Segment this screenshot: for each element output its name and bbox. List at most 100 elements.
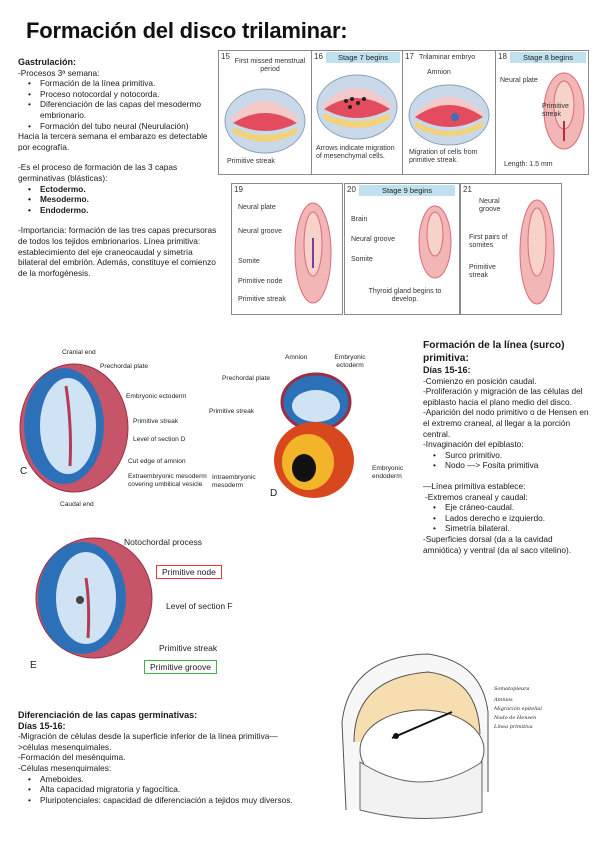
list-item: Lados derecho e izquierdo. bbox=[433, 513, 593, 524]
linea-section: Formación de la línea (surco) primitiva:… bbox=[423, 340, 593, 555]
sketch-label: Amnios bbox=[494, 697, 513, 703]
list-item: Diferenciación de las capas del mesoderm… bbox=[28, 99, 218, 120]
figure-d-illustration bbox=[274, 372, 354, 498]
stage-20-illustration bbox=[418, 205, 452, 279]
diferenciacion-line: -Células mesenquimales: bbox=[18, 762, 112, 773]
fig-c-label: Cranial end bbox=[62, 349, 96, 356]
stage-16-illustration bbox=[316, 74, 398, 140]
list-item: Ectodermo. bbox=[28, 184, 218, 195]
stage-panel-19: 19 Neural plate Neural groove Somite Pri… bbox=[231, 183, 343, 315]
primitive-groove-box: Primitive groove bbox=[144, 660, 217, 674]
panel-number: 16 bbox=[314, 52, 323, 61]
gastrulacion-list: Formación de la línea primitiva. Proceso… bbox=[18, 78, 218, 131]
panel-label: First pairs of somites bbox=[469, 234, 508, 249]
gastrulacion-importance: -Importancia: formación de las tres capa… bbox=[18, 225, 217, 278]
fig-e-label: Level of section F bbox=[166, 601, 233, 611]
page-title: Formación del disco trilaminar: bbox=[26, 18, 348, 43]
extremos-list: Eje cráneo-caudal. Lados derecho e izqui… bbox=[423, 502, 593, 534]
list-item: Eje cráneo-caudal. bbox=[433, 502, 593, 513]
panel-label: Primitive streak bbox=[238, 296, 286, 303]
linea-superficies: -Superficies dorsal (da a la cavidad amn… bbox=[423, 533, 572, 555]
panel-number: 18 bbox=[498, 52, 507, 61]
panel-header: First missed menstrual period bbox=[234, 58, 306, 73]
stage-19-illustration bbox=[294, 202, 332, 304]
panel-caption: Migration of cells from primitive streak… bbox=[409, 149, 478, 164]
panel-caption: Arrows indicate migration of mesenchymal… bbox=[316, 145, 395, 160]
linea-paragraph: -Invaginación del epiblasto: bbox=[423, 439, 524, 450]
stage-panel-17: 17 Trilaminar embryo Amnion Migration of… bbox=[402, 50, 496, 175]
fig-c-label: Caudal end bbox=[60, 501, 94, 508]
stage-header: Stage 7 begins bbox=[326, 52, 400, 63]
fig-d-label: Embryonic endoderm bbox=[372, 465, 404, 480]
fig-e-letter: E bbox=[30, 660, 37, 671]
fig-c-label: Embryonic ectoderm bbox=[126, 393, 187, 400]
linea-paragraph: -Aparición del nodo primitivo o de Hense… bbox=[423, 407, 589, 439]
primitive-node-box: Primitive node bbox=[156, 565, 222, 579]
stage-panel-16: 16 Stage 7 begins Arrows indicate migrat… bbox=[311, 50, 403, 175]
list-item: Simetría bilateral. bbox=[433, 523, 593, 534]
fig-e-label: Primitive streak bbox=[159, 643, 218, 653]
list-item: Surco primitivo. bbox=[433, 450, 593, 461]
gastrulacion-section: Gastrulación: -Procesos 3ª semana: Forma… bbox=[18, 57, 218, 278]
panel-caption: Primitive streak bbox=[227, 158, 275, 165]
panel-label: Neural plate bbox=[500, 77, 538, 84]
sketch-label: Línea primitiva bbox=[494, 724, 533, 730]
list-item: Formación de la línea primitiva. bbox=[28, 78, 218, 89]
panel-caption: Thyroid gland begins to develop. bbox=[368, 288, 442, 303]
panel-label: Somite bbox=[238, 258, 260, 265]
linea-paragraph: -Comienzo en posición caudal. bbox=[423, 375, 537, 386]
list-item: Formación del tubo neural (Neurulación) bbox=[28, 121, 218, 132]
layers-list: Ectodermo. Mesodermo. Endodermo. bbox=[18, 184, 218, 216]
fig-d-label: Prechordal plate bbox=[222, 375, 271, 382]
sketch-label: Migración epitelial bbox=[494, 706, 543, 712]
list-item: Ameboides. bbox=[28, 774, 308, 785]
diferenciacion-heading: Diferenciación de las capas germinativas… bbox=[18, 710, 198, 720]
panel-label: Neural groove bbox=[351, 236, 395, 243]
sketch-label: Somatopleura bbox=[494, 686, 530, 692]
fig-e-label: Notochordal process bbox=[124, 537, 202, 547]
panel-header: Trilaminar embryo bbox=[419, 54, 476, 61]
linea-extremos: -Extremos craneal y caudal: bbox=[425, 491, 528, 502]
stage-panel-20: 20 Stage 9 begins Brain Neural groove So… bbox=[344, 183, 460, 315]
panel-label: Neural plate bbox=[238, 204, 276, 211]
gastrulacion-heading: Gastrulación: bbox=[18, 57, 77, 67]
fig-c-label: Primitive streak bbox=[133, 418, 179, 425]
list-item: Mesodermo. bbox=[28, 194, 218, 205]
fig-d-label: Primitive streak bbox=[209, 408, 255, 415]
fig-c-label: Extraembryonic mesoderm covering umbilic… bbox=[128, 473, 207, 488]
amnion-label: Amnion bbox=[427, 69, 451, 76]
list-item: Alta capacidad migratoria y fagocítica. bbox=[28, 784, 308, 795]
diferenciacion-section: Diferenciación de las capas germinativas… bbox=[18, 710, 308, 805]
gastrulacion-process: -Es el proceso de formación de las 3 cap… bbox=[18, 162, 178, 183]
stage-21-illustration bbox=[519, 199, 555, 305]
stage-17-illustration bbox=[408, 84, 490, 146]
fig-c-label: Level of section D bbox=[133, 436, 186, 443]
list-item: Pluripotenciales: capacidad de diferenci… bbox=[28, 795, 308, 806]
sketch-label: Nodo de Hensen bbox=[494, 715, 537, 721]
gastrulacion-note: Hacia la tercera semana el embarazo es d… bbox=[18, 131, 208, 152]
invaginacion-list: Surco primitivo. Nodo —> Fosita primitiv… bbox=[423, 450, 593, 471]
fig-d-letter: D bbox=[270, 488, 278, 499]
mesenquimales-list: Ameboides. Alta capacidad migratoria y f… bbox=[18, 774, 308, 806]
stage-15-illustration bbox=[224, 88, 306, 154]
panel-label: Somite bbox=[351, 256, 373, 263]
fig-d-label: Intraembryonic mesoderm bbox=[212, 474, 256, 489]
diferenciacion-days: Días 15-16: bbox=[18, 720, 66, 731]
linea-paragraph: -Proliferación y migración de las célula… bbox=[423, 386, 583, 407]
panel-label: Neural groove bbox=[479, 198, 501, 213]
linea-establece: —Línea primitiva establece: bbox=[423, 480, 526, 491]
panel-label: Primitive streak bbox=[542, 103, 569, 118]
list-item: Proceso notocordal y notocorda. bbox=[28, 89, 218, 100]
panel-number: 20 bbox=[347, 185, 356, 194]
figure-c-illustration bbox=[19, 363, 129, 493]
panel-number: 21 bbox=[463, 185, 472, 194]
fig-c-letter: C bbox=[20, 466, 28, 477]
stage-header: Stage 8 begins bbox=[510, 52, 586, 63]
stage-panel-18: 18 Stage 8 begins Neural plate Primitive… bbox=[495, 50, 589, 175]
stage-header: Stage 9 begins bbox=[359, 185, 455, 196]
diferenciacion-line: -Formación del mesénquima. bbox=[18, 752, 126, 763]
stage-panel-15: 15 First missed menstrual period Primiti… bbox=[218, 50, 312, 175]
panel-number: 19 bbox=[234, 185, 243, 194]
panel-label: Primitive streak bbox=[469, 264, 496, 279]
hand-sketch-illustration bbox=[341, 653, 489, 819]
